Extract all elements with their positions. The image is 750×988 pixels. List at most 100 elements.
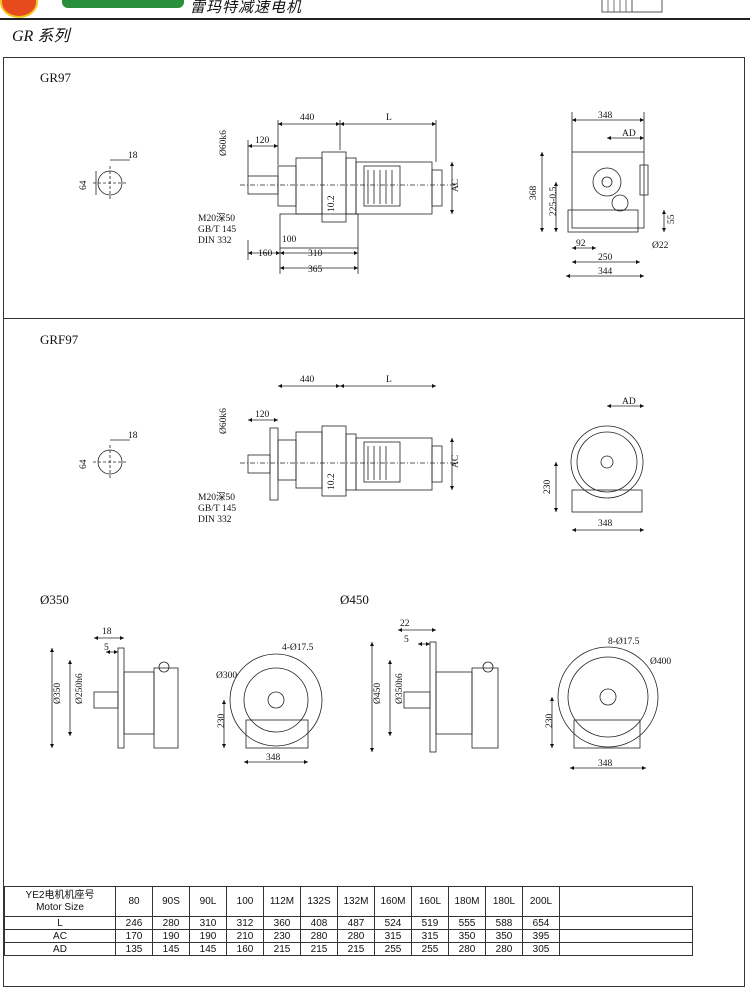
flange350-dim-230: 230 <box>217 714 227 729</box>
table-cell: 215 <box>337 942 375 956</box>
flange450-dim-450: Ø450 <box>373 683 383 704</box>
gr97-dim-18: 18 <box>128 151 138 161</box>
flange350-dim-18: 18 <box>102 627 112 637</box>
grf97-dim-348: 348 <box>598 519 613 529</box>
table-cell: 280 <box>337 929 375 943</box>
table-cell: 280 <box>152 916 190 930</box>
row-label: L <box>4 916 116 930</box>
flange450-dim-348: 348 <box>598 759 613 769</box>
table-row-AC: AC 170 190 190 210 230 280 280 315 315 3… <box>4 929 693 943</box>
grf97-note-m20: M20深50 <box>198 492 235 503</box>
table-cell: 190 <box>152 929 190 943</box>
table-cell: 408 <box>300 916 338 930</box>
grf97-end-view <box>554 404 644 532</box>
table-header-row: YE2电机机座号 Motor Size 80 90S 90L 100 112M … <box>4 886 693 917</box>
grf97-dimension-labels: 18 64 440 L 120 Ø60k6 M20深50 GB/T 145 DI… <box>79 375 636 529</box>
table-cell: 145 <box>152 942 190 956</box>
empty-cell <box>559 886 693 917</box>
brand-logo-stripe <box>62 0 184 8</box>
table-cell: 145 <box>189 942 227 956</box>
table-cell: 315 <box>411 929 449 943</box>
row-label: AC <box>4 929 116 943</box>
table-cell: 255 <box>411 942 449 956</box>
grf97-dim-10-2: 10.2 <box>327 473 337 490</box>
flange350-dim-348: 348 <box>266 753 281 763</box>
flange350-holes: 4-Ø17.5 <box>282 643 314 653</box>
gr97-dim-AD: AD <box>622 129 636 139</box>
grf97-dim-230: 230 <box>543 480 553 495</box>
empty-cell <box>559 916 693 930</box>
gr97-dimension-labels: 18 64 440 L 120 Ø60k6 M20深50 GB/T 145 DI… <box>79 111 677 277</box>
gr97-dim-344: 344 <box>598 267 613 277</box>
table-cell: 555 <box>448 916 486 930</box>
gr97-dim-AC: AC <box>451 179 461 192</box>
row-label: AD <box>4 942 116 956</box>
gr97-dim-64: 64 <box>79 180 89 190</box>
table-cell: 588 <box>485 916 523 930</box>
size-cell: 90S <box>152 886 190 917</box>
table-cell: 312 <box>226 916 264 930</box>
grf97-note-din: DIN 332 <box>198 515 232 525</box>
grf97-dim-64: 64 <box>79 459 89 469</box>
flange450-holes: 8-Ø17.5 <box>608 637 640 647</box>
gr97-dim-440: 440 <box>300 113 315 123</box>
size-cell: 132S <box>300 886 338 917</box>
table-cell: 215 <box>300 942 338 956</box>
table-cell: 280 <box>485 942 523 956</box>
size-cell: 90L <box>189 886 227 917</box>
size-cell: 80 <box>115 886 153 917</box>
grf97-dim-120: 120 <box>255 410 270 420</box>
grf97-dim-18: 18 <box>128 431 138 441</box>
gr97-end-view <box>540 112 666 278</box>
gr97-dim-160: 160 <box>258 249 273 259</box>
section-title-grf97: GRF97 <box>40 332 79 347</box>
flange450-dim-230: 230 <box>545 714 555 729</box>
grf97-dim-AD: AD <box>622 397 636 407</box>
grf97-note-gbt: GB/T 145 <box>198 504 236 514</box>
table-cell: 280 <box>300 929 338 943</box>
flange450-dim-400: Ø400 <box>650 657 671 667</box>
flange350-dim-5: 5 <box>104 643 109 653</box>
table-cell: 519 <box>411 916 449 930</box>
section-title-flange450: Ø450 <box>340 592 369 607</box>
grf97-dim-AC: AC <box>451 455 461 468</box>
grf97-dim-440: 440 <box>300 375 315 385</box>
gr97-dim-22: Ø22 <box>652 241 669 251</box>
table-cell: 230 <box>263 929 301 943</box>
table-row-AD: AD 135 145 145 160 215 215 215 255 255 2… <box>4 942 693 956</box>
gr97-dim-310: 310 <box>308 249 323 259</box>
size-cell: 200L <box>522 886 560 917</box>
gr97-dim-120: 120 <box>255 136 270 146</box>
gr97-dim-92: 92 <box>576 239 586 249</box>
table-cell: 310 <box>189 916 227 930</box>
table-cell: 280 <box>448 942 486 956</box>
table-cell: 246 <box>115 916 153 930</box>
section-title-flange350: Ø350 <box>40 592 69 607</box>
flange350-dimension-labels: 18 5 Ø350 Ø250h6 Ø300 4-Ø17.5 230 348 <box>53 627 314 763</box>
section-divider <box>3 318 745 319</box>
flange350-dim-250h6: Ø250h6 <box>75 673 85 704</box>
gr97-dim-250: 250 <box>598 253 613 263</box>
gr97-dim-100: 100 <box>282 235 297 245</box>
gr97-side-view <box>240 120 460 274</box>
table-row-L: L 246 280 310 312 360 408 487 524 519 55… <box>4 916 693 930</box>
gr97-dim-10-2: 10.2 <box>327 195 337 212</box>
gr97-dim-368: 368 <box>529 186 539 201</box>
flange450-dim-22: 22 <box>400 619 410 629</box>
empty-cell <box>559 942 693 956</box>
size-cell: 112M <box>263 886 301 917</box>
table-cell: 160 <box>226 942 264 956</box>
table-cell: 360 <box>263 916 301 930</box>
table-cell: 524 <box>374 916 412 930</box>
page-header: 雷玛特减速电机 <box>0 0 750 20</box>
size-cell: 132M <box>337 886 375 917</box>
table-cell: 395 <box>522 929 560 943</box>
table-header-en: Motor Size <box>36 901 84 913</box>
gr97-dim-348: 348 <box>598 111 613 121</box>
table-cell: 350 <box>448 929 486 943</box>
flange350-side-view <box>50 636 179 749</box>
gr97-note-m20: M20深50 <box>198 213 235 224</box>
flange450-dim-5: 5 <box>404 635 409 645</box>
size-cell: 100 <box>226 886 264 917</box>
